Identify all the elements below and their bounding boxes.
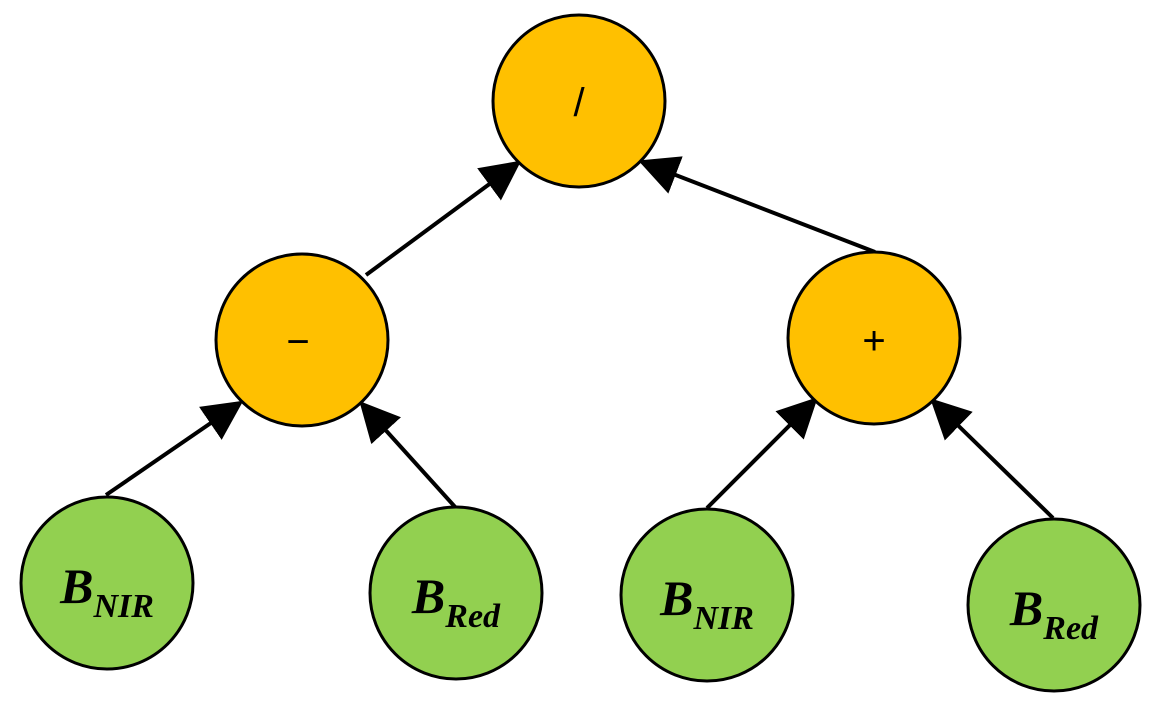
bred-left-main: B (411, 568, 445, 624)
bnir-node-left: BNIR (19, 495, 195, 671)
bred-right-main: B (1009, 580, 1043, 636)
bnir-right-sub: NIR (692, 600, 753, 637)
bnir-left-sub: NIR (92, 588, 153, 625)
svg-text:BRed: BRed (1009, 580, 1099, 647)
bnir-left-main: B (59, 558, 93, 614)
plus-label: + (862, 319, 885, 363)
bred-node-left: BRed (368, 505, 544, 681)
bred-right-sub: Red (1042, 610, 1099, 647)
edge-minus-to-divide (364, 160, 522, 277)
edge-bred-to-minus (359, 401, 458, 510)
edge-plus-to-divide (638, 156, 876, 254)
bred-left-sub: Red (444, 598, 501, 635)
bnir-right-main: B (659, 570, 693, 626)
bnir-node-right: BNIR (619, 507, 795, 683)
bred-node-right: BRed (966, 517, 1142, 693)
plus-node: + (786, 250, 962, 426)
edge-bred-to-plus (930, 398, 1055, 520)
svg-text:BNIR: BNIR (59, 558, 154, 625)
minus-node: − (214, 252, 390, 428)
edge-bnir-to-plus (705, 397, 818, 510)
divide-node: / (491, 13, 667, 189)
minus-label: − (286, 320, 309, 364)
svg-text:BNIR: BNIR (659, 570, 754, 637)
edge-bnir-to-minus (104, 400, 244, 497)
svg-text:BRed: BRed (411, 568, 501, 635)
divide-label: / (573, 81, 585, 125)
